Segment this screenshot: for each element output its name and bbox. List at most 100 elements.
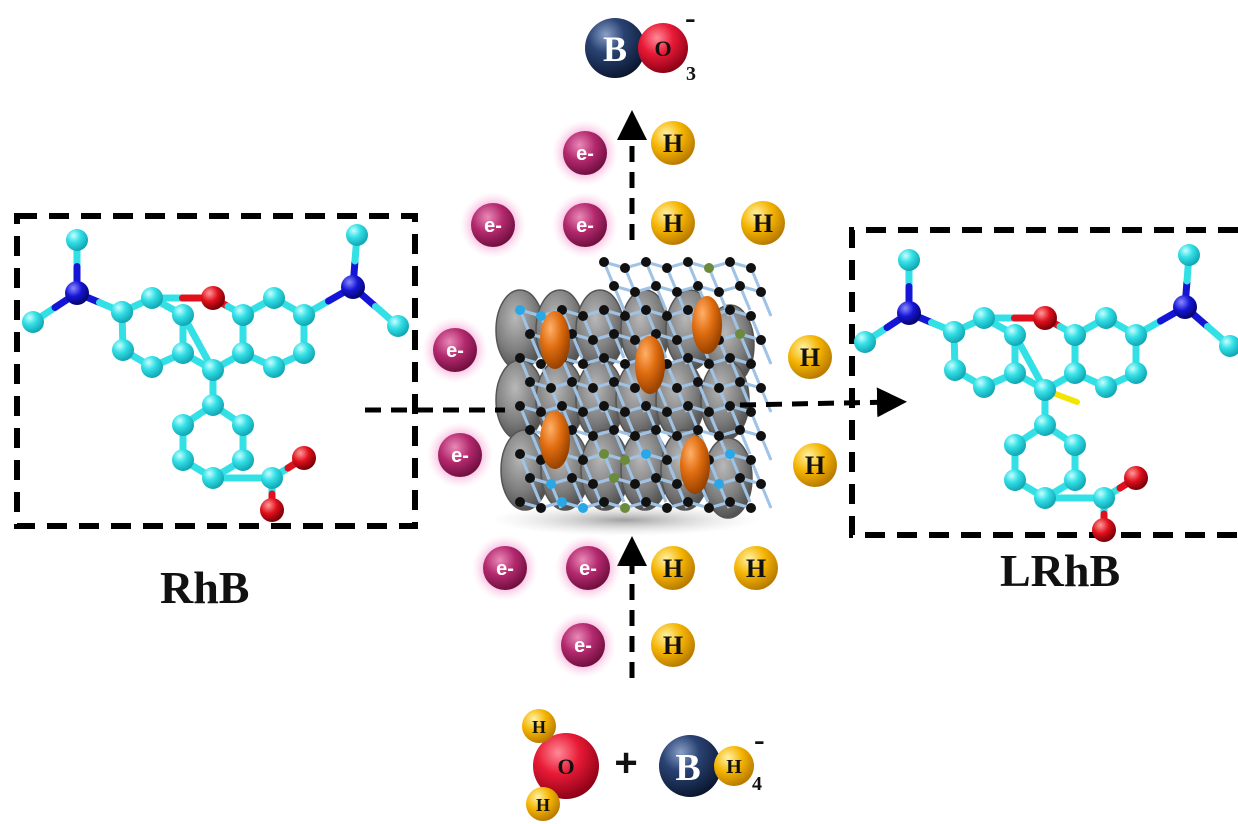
carbon-atom bbox=[1064, 324, 1086, 346]
graphene-atom bbox=[683, 257, 693, 267]
graphene-atom bbox=[630, 335, 640, 345]
graphene-atom bbox=[735, 329, 745, 339]
graphene-atom bbox=[725, 353, 735, 363]
graphene-atom bbox=[536, 359, 546, 369]
graphene-atom bbox=[641, 305, 651, 315]
graphene-atom bbox=[588, 431, 598, 441]
carbon-atom bbox=[1095, 376, 1117, 398]
hydrogen-sphere bbox=[651, 546, 695, 590]
carbon-atom bbox=[1034, 414, 1056, 436]
product-flow-arrow bbox=[739, 387, 907, 418]
electron-symbol: e- bbox=[576, 215, 594, 237]
graphene-atom bbox=[672, 335, 682, 345]
graphene-atom bbox=[693, 281, 703, 291]
graphene-atom bbox=[725, 401, 735, 411]
electron: e- bbox=[550, 612, 616, 678]
graphene-atom bbox=[704, 359, 714, 369]
hydrogen-atom: H bbox=[734, 546, 778, 590]
graphene-atom bbox=[672, 431, 682, 441]
metal-nanoparticle bbox=[635, 336, 665, 394]
electron-sphere bbox=[561, 623, 605, 667]
graphene-atom bbox=[525, 473, 535, 483]
graphene-atom bbox=[735, 473, 745, 483]
reactant-box bbox=[14, 213, 418, 529]
carbon-atom bbox=[263, 356, 285, 378]
graphene-atom bbox=[693, 377, 703, 387]
graphene-atom bbox=[515, 401, 525, 411]
plus-sign: + bbox=[614, 741, 637, 785]
hydrogen-atom bbox=[714, 746, 754, 786]
graphene-atom bbox=[599, 353, 609, 363]
graphene-atom bbox=[672, 287, 682, 297]
graphene-atom bbox=[641, 257, 651, 267]
carbon-atom bbox=[141, 287, 163, 309]
graphene-atom bbox=[651, 329, 661, 339]
hydrogen-symbol: H bbox=[746, 554, 766, 583]
graphene-atom bbox=[578, 359, 588, 369]
electron-symbol: e- bbox=[579, 558, 597, 580]
graphene-atom bbox=[536, 407, 546, 417]
carbon-atom bbox=[387, 315, 409, 337]
hydrogen-symbol: H bbox=[805, 451, 825, 480]
borate-subscript: 3 bbox=[686, 63, 696, 85]
graphene-atom bbox=[578, 407, 588, 417]
carbon-atom bbox=[22, 311, 44, 333]
graphene-atom bbox=[683, 497, 693, 507]
graphene-atom bbox=[536, 311, 546, 321]
graphene-atom bbox=[725, 257, 735, 267]
carbon-atom bbox=[293, 342, 315, 364]
hydrogen-sphere bbox=[734, 546, 778, 590]
electron: e- bbox=[555, 535, 621, 601]
graphene-atom bbox=[525, 425, 535, 435]
electron: e- bbox=[552, 192, 618, 258]
carbon-atom bbox=[854, 331, 876, 353]
electron-symbol: e- bbox=[574, 635, 592, 657]
electron-sphere bbox=[471, 203, 515, 247]
graphene-atom bbox=[756, 431, 766, 441]
carbon-atom bbox=[172, 342, 194, 364]
graphene-atom bbox=[567, 473, 577, 483]
hydrogen-atom: H bbox=[651, 546, 695, 590]
borohydride-ion: B H 4 - bbox=[659, 721, 765, 797]
graphene-atom bbox=[620, 311, 630, 321]
graphene-atom bbox=[735, 281, 745, 291]
graphene-atom bbox=[746, 311, 756, 321]
graphene-atom bbox=[536, 503, 546, 513]
graphene-atom bbox=[620, 455, 630, 465]
carbon-atom bbox=[944, 359, 966, 381]
hydrogen-atom: H bbox=[788, 335, 832, 379]
graphene-atom bbox=[672, 479, 682, 489]
graphene-atom bbox=[735, 377, 745, 387]
borohydride-subscript: 4 bbox=[752, 773, 762, 795]
nitrogen-atom bbox=[897, 301, 921, 325]
graphene-atom bbox=[620, 359, 630, 369]
oxygen-atom bbox=[638, 23, 688, 73]
graphene-atom bbox=[557, 401, 567, 411]
carbon-atom bbox=[263, 287, 285, 309]
graphene-atom bbox=[609, 281, 619, 291]
graphene-atom bbox=[662, 311, 672, 321]
catalyst-shadow bbox=[490, 504, 760, 536]
graphene-atom bbox=[578, 455, 588, 465]
graphene-atom bbox=[588, 479, 598, 489]
electron-sphere bbox=[483, 546, 527, 590]
carbon-atom bbox=[1034, 487, 1056, 509]
oxygen-atom bbox=[201, 286, 225, 310]
graphene-atom bbox=[515, 449, 525, 459]
electron: e- bbox=[552, 120, 618, 186]
graphene-atom bbox=[620, 503, 630, 513]
carbon-atom bbox=[112, 339, 134, 361]
oxygen-atom bbox=[1033, 306, 1057, 330]
graphene-atom bbox=[525, 329, 535, 339]
graphene-atom bbox=[641, 449, 651, 459]
graphene-atom bbox=[662, 455, 672, 465]
carbon-atom bbox=[232, 342, 254, 364]
electron: e- bbox=[460, 192, 526, 258]
graphene-atom bbox=[662, 407, 672, 417]
nitrogen-atom bbox=[341, 275, 365, 299]
carbon-atom bbox=[293, 304, 315, 326]
graphene-atom bbox=[683, 353, 693, 363]
graphene-atom bbox=[662, 263, 672, 273]
carbon-atom bbox=[1034, 379, 1056, 401]
